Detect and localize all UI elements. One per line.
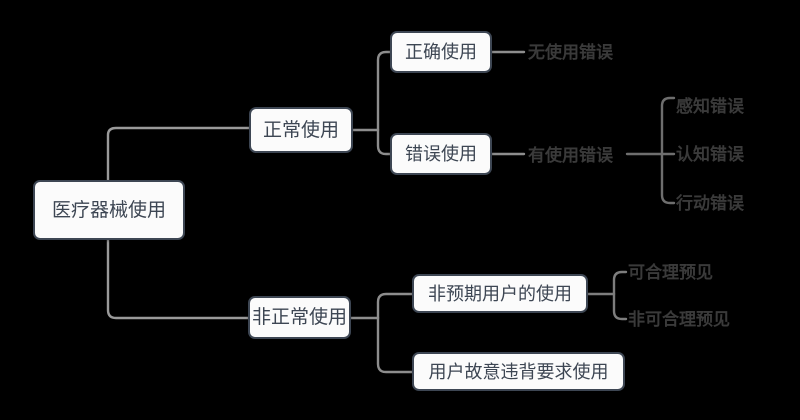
node-correct-use-label: 正确使用: [405, 42, 477, 62]
node-correct-use[interactable]: 正确使用: [390, 31, 492, 73]
leaf-reasonably-foreseeable[interactable]: 可合理预见: [628, 260, 713, 284]
node-normal-use[interactable]: 正常使用: [249, 107, 353, 153]
link-normal-to-wrong: [376, 128, 392, 156]
node-wrong-use-label: 错误使用: [405, 144, 477, 164]
link-abnormal-to-deliberate: [376, 316, 414, 374]
leaf-cognition-error[interactable]: 认知错误: [676, 142, 744, 166]
leaf-perception-error-label: 感知错误: [676, 96, 744, 116]
leaf-no-use-error-label: 无使用错误: [528, 42, 613, 62]
node-deliberate-violation-use-label: 用户故意违背要求使用: [428, 361, 609, 382]
leaf-perception-error[interactable]: 感知错误: [676, 94, 744, 118]
leaf-has-use-error-label: 有使用错误: [528, 145, 613, 165]
link-unintended-to-notforeseeable: [612, 292, 628, 321]
link-normal-to-correct: [376, 50, 392, 132]
leaf-action-error-label: 行动错误: [676, 193, 744, 213]
node-root[interactable]: 医疗器械使用: [33, 180, 185, 240]
link-root-to-abnormal: [106, 238, 250, 320]
node-wrong-use[interactable]: 错误使用: [390, 133, 492, 175]
node-unintended-user-use-label: 非预期用户的使用: [428, 283, 572, 304]
node-abnormal-use[interactable]: 非正常使用: [248, 296, 351, 339]
node-abnormal-use-label: 非正常使用: [251, 307, 347, 328]
link-abnormal-to-unintended: [376, 292, 414, 320]
leaf-has-use-error[interactable]: 有使用错误: [528, 143, 613, 167]
link-unintended-to-foreseeable: [612, 270, 628, 296]
node-unintended-user-use[interactable]: 非预期用户的使用: [412, 274, 588, 313]
node-root-label: 医疗器械使用: [51, 199, 166, 221]
leaf-not-reasonably-foreseeable[interactable]: 非可合理预见: [628, 307, 730, 331]
link-haserror-to-perception: [660, 96, 676, 156]
leaf-cognition-error-label: 认知错误: [676, 144, 744, 164]
link-root-to-normal: [106, 126, 251, 182]
node-normal-use-label: 正常使用: [262, 119, 339, 141]
leaf-reasonably-foreseeable-label: 可合理预见: [628, 262, 713, 282]
leaf-no-use-error[interactable]: 无使用错误: [528, 40, 613, 64]
leaf-not-reasonably-foreseeable-label: 非可合理预见: [628, 309, 730, 329]
leaf-action-error[interactable]: 行动错误: [676, 191, 744, 215]
link-haserror-to-action: [660, 152, 676, 205]
node-deliberate-violation-use[interactable]: 用户故意违背要求使用: [412, 352, 625, 391]
